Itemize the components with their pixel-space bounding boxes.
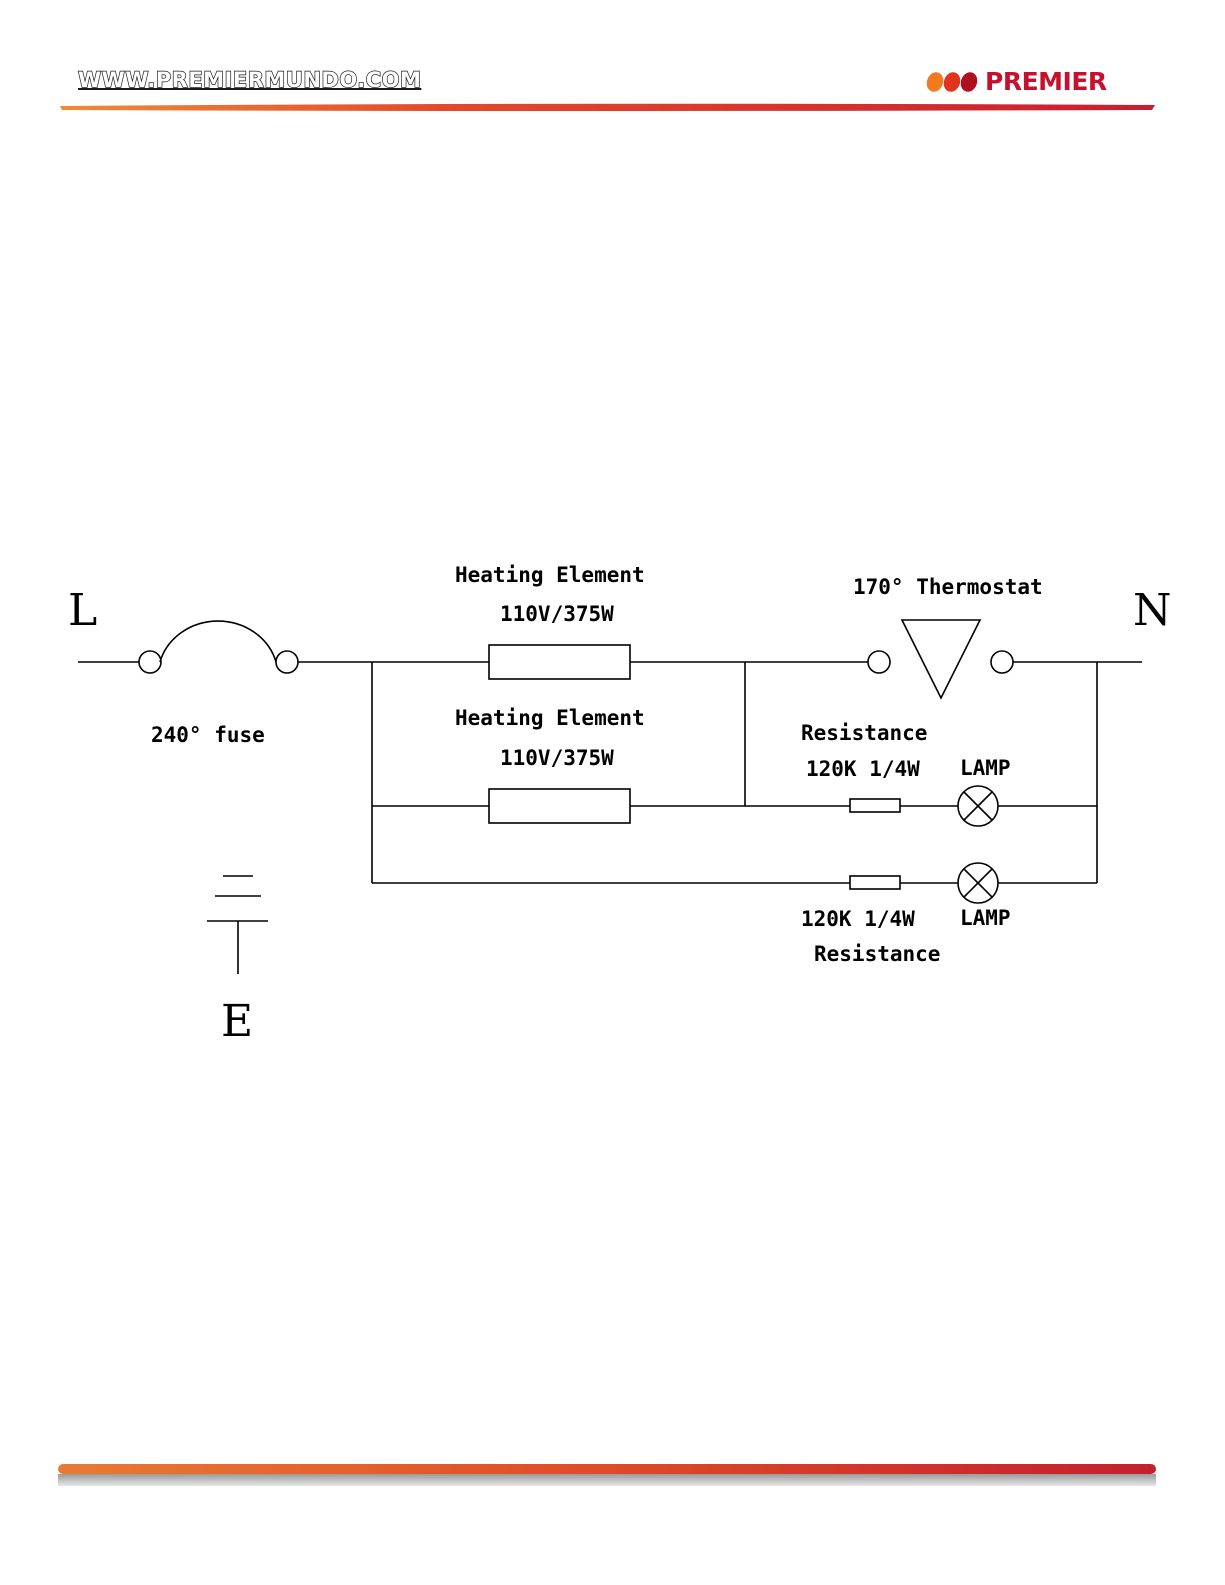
heating-element-1-rating: 110V/375W (500, 602, 614, 626)
upper-resistance-value: 120K 1/4W (806, 757, 920, 781)
lower-lamp-label: LAMP (960, 906, 1011, 930)
fuse-icon (160, 621, 276, 662)
thermostat-terminal-left (868, 651, 890, 673)
thermostat-label: 170° Thermostat (853, 575, 1043, 599)
terminal-earth-label: E (221, 996, 253, 1047)
fuse-terminal-left (139, 651, 161, 673)
upper-resistance-name: Resistance (801, 721, 927, 745)
heating-element-1-name: Heating Element (455, 563, 645, 587)
earth-ground-icon (207, 876, 268, 974)
upper-lamp-label: LAMP (960, 756, 1011, 780)
heating-element-1-icon (489, 645, 630, 679)
thermostat-terminal-right (991, 651, 1013, 673)
terminal-line-label: L (68, 585, 97, 636)
upper-lamp-icon (958, 786, 998, 826)
terminal-neutral-label: N (1133, 585, 1172, 636)
lower-resistance-value: 120K 1/4W (801, 907, 915, 931)
heating-element-2-icon (489, 789, 630, 823)
lower-lamp-icon (958, 863, 998, 903)
fuse-label: 240° fuse (151, 723, 265, 747)
fuse-terminal-right (276, 651, 298, 673)
upper-resistor-icon (850, 799, 900, 812)
lower-resistor-icon (850, 876, 900, 889)
lower-resistance-name: Resistance (814, 942, 940, 966)
heating-element-2-name: Heating Element (455, 706, 645, 730)
heating-element-2-rating: 110V/375W (500, 746, 614, 770)
thermostat-icon (902, 620, 980, 698)
